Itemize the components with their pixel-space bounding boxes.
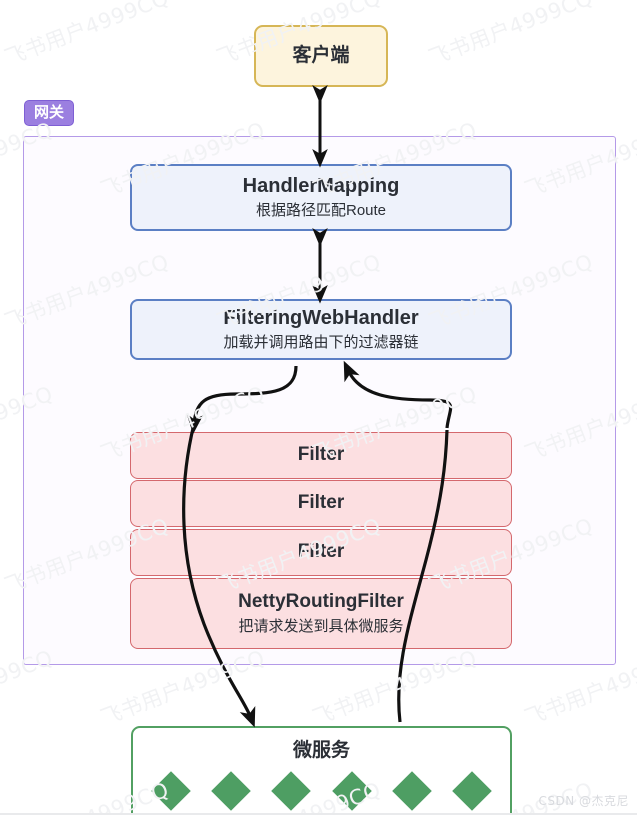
csdn-credit: CSDN @杰克尼 <box>538 794 629 808</box>
handler-mapping-title: HandlerMapping <box>242 175 400 198</box>
filtering-web-handler-subtitle: 加载并调用路由下的过滤器链 <box>223 334 419 352</box>
microservice-instance-4 <box>331 770 372 811</box>
microservice-node[interactable]: 微服务 <box>131 726 512 815</box>
filter-node-2-title: Filter <box>297 492 345 514</box>
filtering-web-handler-title: FilteringWebHandler <box>223 307 419 330</box>
filter-node-2[interactable]: Filter <box>130 480 512 527</box>
microservice-instance-1 <box>150 770 191 811</box>
handler-mapping-subtitle: 根据路径匹配Route <box>255 202 387 220</box>
filter-node-1-title: Filter <box>297 444 345 466</box>
microservice-instance-row <box>150 770 493 811</box>
client-label: 客户端 <box>292 44 350 66</box>
microservice-instance-6 <box>452 770 493 811</box>
netty-routing-filter-title: NettyRoutingFilter <box>238 590 404 612</box>
filtering-web-handler-node[interactable]: FilteringWebHandler 加载并调用路由下的过滤器链 <box>130 299 512 360</box>
watermark-text: 飞书用户4999CQ <box>425 0 597 71</box>
microservice-label: 微服务 <box>292 740 350 761</box>
bottom-rule <box>0 813 637 815</box>
client-node[interactable]: 客户端 <box>254 25 388 87</box>
microservice-instance-5 <box>392 770 432 811</box>
netty-routing-filter-node[interactable]: NettyRoutingFilter 把请求发送到具体微服务 <box>130 578 512 649</box>
handler-mapping-node[interactable]: HandlerMapping 根据路径匹配Route <box>130 164 512 231</box>
gateway-label: 网关 <box>24 100 75 127</box>
microservice-instance-2 <box>211 770 251 811</box>
watermark-text: 飞书用户4999CQ <box>1 0 173 71</box>
filter-node-3[interactable]: Filter <box>130 529 512 576</box>
netty-routing-filter-subtitle: 把请求发送到具体微服务 <box>238 617 404 635</box>
filter-node-3-title: Filter <box>297 541 345 563</box>
filter-node-1[interactable]: Filter <box>130 432 512 479</box>
microservice-instance-3 <box>271 770 312 811</box>
